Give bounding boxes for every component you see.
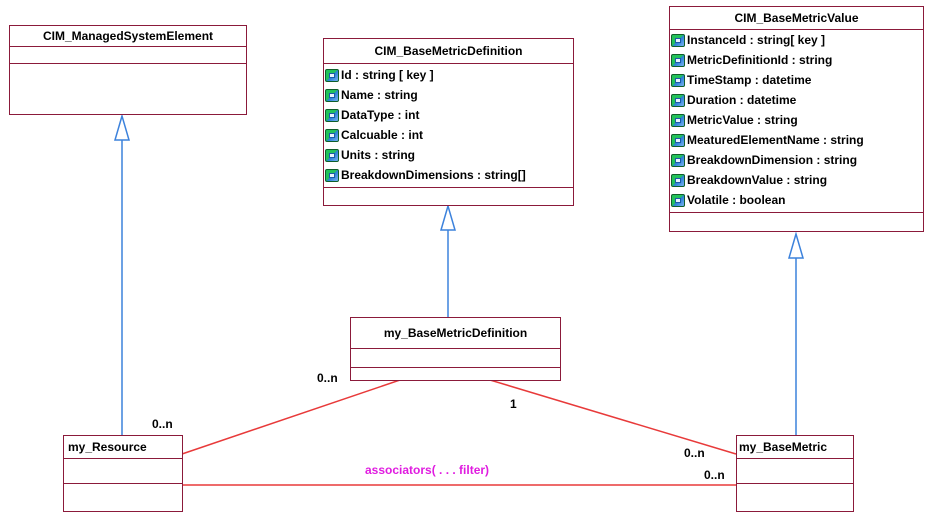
class-cim-base-metric-definition[interactable]: CIM_BaseMetricDefinition Id : string [ k… bbox=[323, 38, 574, 206]
multiplicity-base-metric-bottom: 0..n bbox=[704, 468, 725, 482]
attribute-icon bbox=[671, 53, 685, 67]
association-definition-basemetric bbox=[489, 379, 737, 455]
class-cim-base-metric-value[interactable]: CIM_BaseMetricValue InstanceId : string[… bbox=[669, 6, 924, 232]
attribute-text: Name : string bbox=[341, 88, 418, 102]
attribute-text: Calcuable : int bbox=[341, 128, 424, 142]
class-name: my_BaseMetric bbox=[737, 436, 853, 459]
attribute-row: MetricDefinitionId : string bbox=[671, 50, 923, 70]
attribute-icon bbox=[671, 113, 685, 127]
attribute-row: BreakdownValue : string bbox=[671, 170, 923, 190]
class-attributes-section: Id : string [ key ] Name : string DataTy… bbox=[324, 64, 573, 188]
attribute-icon bbox=[671, 153, 685, 167]
attribute-row: BreakdownDimension : string bbox=[671, 150, 923, 170]
attribute-icon bbox=[325, 168, 339, 182]
class-attributes-section: InstanceId : string[ key ] MetricDefinit… bbox=[670, 30, 923, 213]
attribute-icon bbox=[671, 93, 685, 107]
attribute-text: InstanceId : string[ key ] bbox=[687, 33, 826, 47]
class-my-resource[interactable]: my_Resource bbox=[63, 435, 183, 512]
attribute-text: BreakdownDimensions : string[] bbox=[341, 168, 526, 182]
attribute-icon bbox=[671, 193, 685, 207]
attribute-icon bbox=[671, 33, 685, 47]
attribute-text: Units : string bbox=[341, 148, 415, 162]
attribute-icon bbox=[671, 133, 685, 147]
class-name: CIM_BaseMetricDefinition bbox=[324, 39, 573, 64]
inheritance-arrow-managed-element bbox=[114, 113, 130, 141]
attribute-row: BreakdownDimensions : string[] bbox=[325, 165, 573, 185]
attribute-row: DataType : int bbox=[325, 105, 573, 125]
attribute-icon bbox=[671, 173, 685, 187]
attribute-icon bbox=[325, 88, 339, 102]
attribute-icon bbox=[325, 128, 339, 142]
multiplicity-resource-top: 0..n bbox=[152, 417, 173, 431]
class-attributes-section bbox=[10, 47, 246, 64]
inheritance-arrow-base-metric-definition bbox=[440, 203, 456, 231]
class-attributes-section bbox=[737, 459, 853, 484]
attribute-text: BreakdownDimension : string bbox=[687, 153, 858, 167]
attribute-icon bbox=[325, 148, 339, 162]
attribute-row: MeaturedElementName : string bbox=[671, 130, 923, 150]
attribute-text: Duration : datetime bbox=[687, 93, 797, 107]
attribute-icon bbox=[671, 73, 685, 87]
attribute-row: Units : string bbox=[325, 145, 573, 165]
class-name: my_BaseMetricDefinition bbox=[351, 318, 560, 349]
multiplicity-definition-left: 0..n bbox=[317, 371, 338, 385]
attribute-row: Id : string [ key ] bbox=[325, 65, 573, 85]
attribute-icon bbox=[325, 108, 339, 122]
attribute-row: MetricValue : string bbox=[671, 110, 923, 130]
attribute-icon bbox=[325, 68, 339, 82]
attribute-row: Calcuable : int bbox=[325, 125, 573, 145]
multiplicity-definition-right: 1 bbox=[510, 397, 517, 411]
inheritance-arrow-base-metric-value bbox=[788, 231, 804, 259]
class-attributes-section bbox=[64, 459, 182, 484]
attribute-row: Name : string bbox=[325, 85, 573, 105]
class-cim-managed-system-element[interactable]: CIM_ManagedSystemElement bbox=[9, 25, 247, 115]
class-name: CIM_ManagedSystemElement bbox=[10, 26, 246, 47]
attribute-row: Duration : datetime bbox=[671, 90, 923, 110]
association-definition-resource bbox=[181, 379, 401, 455]
multiplicity-base-metric-top: 0..n bbox=[684, 446, 705, 460]
class-name: my_Resource bbox=[64, 436, 182, 459]
class-my-base-metric[interactable]: my_BaseMetric bbox=[736, 435, 854, 512]
attribute-row: InstanceId : string[ key ] bbox=[671, 30, 923, 50]
attribute-text: Id : string [ key ] bbox=[341, 68, 434, 82]
attribute-row: Volatile : boolean bbox=[671, 190, 923, 210]
attribute-text: TimeStamp : datetime bbox=[687, 73, 812, 87]
attribute-text: MetricValue : string bbox=[687, 113, 798, 127]
class-attributes-section bbox=[351, 349, 560, 368]
attribute-text: BreakdownValue : string bbox=[687, 173, 828, 187]
class-name: CIM_BaseMetricValue bbox=[670, 7, 923, 30]
attribute-row: TimeStamp : datetime bbox=[671, 70, 923, 90]
attribute-text: Volatile : boolean bbox=[687, 193, 786, 207]
association-label: associators( . . . filter) bbox=[365, 463, 490, 477]
attribute-text: MeaturedElementName : string bbox=[687, 133, 864, 147]
attribute-text: MetricDefinitionId : string bbox=[687, 53, 833, 67]
attribute-text: DataType : int bbox=[341, 108, 420, 122]
class-my-base-metric-definition[interactable]: my_BaseMetricDefinition bbox=[350, 317, 561, 381]
